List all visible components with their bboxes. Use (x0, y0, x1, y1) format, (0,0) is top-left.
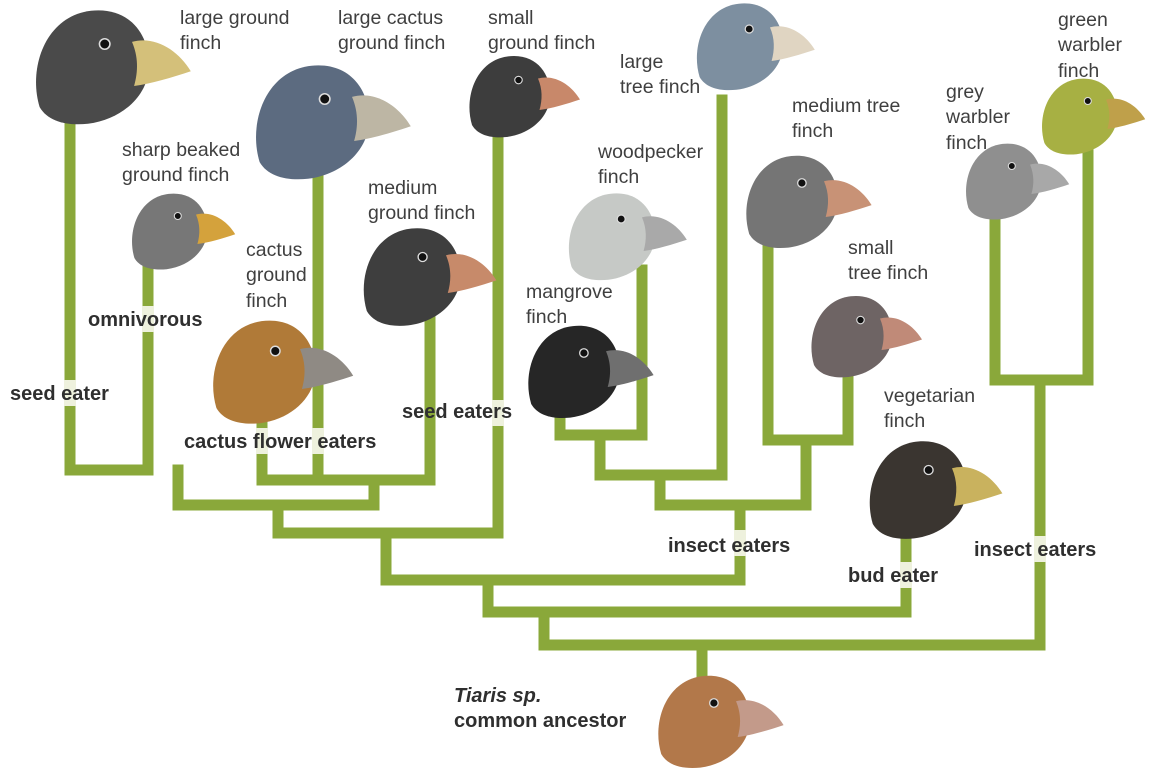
label-medium-tree-finch: medium tree finch (792, 94, 900, 145)
finch-eye (99, 39, 110, 50)
mangrove-finch-illustration (528, 326, 653, 418)
finch-head (469, 56, 550, 137)
finch-eye (924, 466, 933, 475)
finch-beak (642, 216, 687, 251)
finch-eye (1008, 163, 1015, 170)
finch-eye (319, 94, 330, 105)
small-ground-finch-illustration (469, 56, 580, 137)
label-green-warbler-finch: green warbler finch (1058, 8, 1122, 84)
label-woodpecker-finch: woodpecker finch (598, 140, 703, 191)
diet-insect-eaters-tree: insect eaters (668, 534, 790, 558)
green-warbler-finch-illustration (1042, 79, 1145, 155)
finch-head (746, 156, 837, 248)
finch-beak (736, 700, 784, 737)
ancestor-finch-illustration (658, 676, 783, 768)
finch-eye (174, 213, 181, 220)
medium-ground-finch-illustration (364, 228, 497, 326)
small-tree-finch-illustration (811, 296, 922, 377)
finch-beak (538, 77, 580, 110)
label-large-tree-finch: large tree finch (620, 50, 700, 101)
finch-beak (196, 214, 235, 244)
cactus-ground-finch-illustration (213, 321, 353, 424)
finch-beak (1106, 99, 1145, 129)
large-ground-finch-illustration (36, 10, 191, 124)
large-cactus-ground-finch-illustration (256, 65, 411, 179)
finch-head (811, 296, 892, 377)
vegetarian-finch-illustration (870, 441, 1003, 539)
label-vegetarian-finch: vegetarian finch (884, 384, 975, 435)
finch-head (213, 321, 315, 424)
finch-beak (770, 26, 815, 61)
sharp-beaked-ground-finch-illustration (132, 194, 235, 270)
finch-head (36, 10, 149, 124)
finch-head (528, 326, 619, 418)
label-sharp-beaked-ground-finch: sharp beaked ground finch (122, 138, 240, 189)
diet-omnivorous: omnivorous (88, 308, 202, 332)
label-small-tree-finch: small tree finch (848, 236, 928, 287)
ancestor-genus: Tiaris sp. (454, 684, 626, 709)
label-mangrove-finch: mangrove finch (526, 280, 613, 331)
label-large-ground-finch: large ground finch (180, 6, 290, 57)
finch-head (870, 441, 967, 539)
finch-eye (418, 253, 427, 262)
label-medium-ground-finch: medium ground finch (368, 176, 475, 227)
diet-cactus-flower-eaters: cactus flower eaters (184, 430, 376, 454)
finch-beak (880, 317, 922, 350)
finch-eye (798, 179, 807, 188)
finch-head (364, 228, 461, 326)
diet-seed-eater: seed eater (10, 382, 109, 406)
finch-beak (1030, 164, 1069, 194)
diet-insect-eaters-warbler: insect eaters (974, 538, 1096, 562)
finch-eye (515, 76, 523, 84)
finch-eye (710, 699, 719, 708)
finch-eye (857, 316, 865, 324)
label-large-cactus-ground-finch: large cactus ground finch (338, 6, 445, 57)
medium-tree-finch-illustration (746, 156, 871, 248)
ancestor-name: common ancestor (454, 709, 626, 734)
label-small-ground-finch: small ground finch (488, 6, 595, 57)
finch-head (697, 3, 783, 90)
finch-eye (580, 349, 589, 358)
finch-beak (446, 254, 496, 293)
finch-beak (300, 348, 353, 389)
diet-seed-eaters: seed eaters (402, 400, 512, 424)
label-cactus-ground-finch: cactus ground finch (246, 238, 307, 314)
finch-eye (617, 215, 625, 223)
finch-head (658, 676, 749, 768)
finch-head (256, 65, 369, 179)
label-grey-warbler-finch: grey warbler finch (946, 80, 1010, 156)
finch-eye (271, 346, 281, 356)
finch-beak (352, 95, 411, 141)
finch-eye (1084, 98, 1091, 105)
large-tree-finch-illustration (697, 3, 815, 90)
diet-bud-eater: bud eater (848, 564, 938, 588)
finch-head (132, 194, 207, 270)
finch-head (1042, 79, 1117, 155)
finch-eye (745, 25, 753, 33)
woodpecker-finch-illustration (569, 193, 687, 280)
finch-beak (952, 467, 1002, 506)
finch-beak (824, 180, 872, 217)
common-ancestor-label: Tiaris sp. common ancestor (454, 684, 626, 734)
